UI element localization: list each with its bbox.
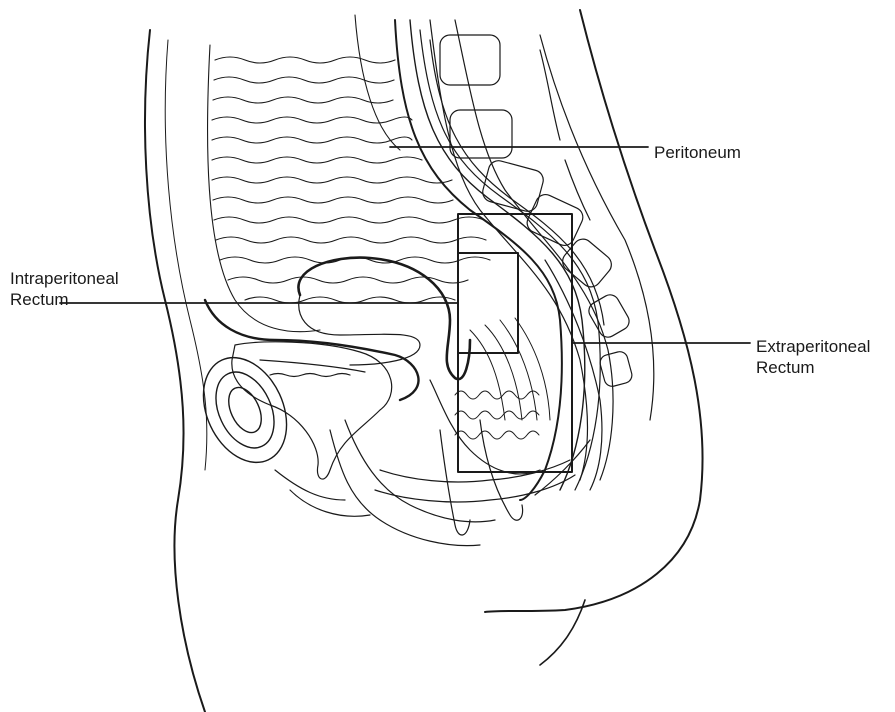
anterior-body-outline: [145, 30, 205, 712]
anterior-wall-inner: [165, 40, 207, 470]
peritoneum-label: Peritoneum: [654, 142, 741, 163]
bladder: [232, 342, 392, 479]
peritoneal-reflection: [205, 300, 419, 400]
perineum: [275, 380, 575, 546]
extraperitoneal-label-line2: Rectum: [756, 357, 870, 378]
sacrum-vertebrae: [430, 20, 654, 480]
intraperitoneal-label-line1: Intraperitoneal: [10, 268, 119, 289]
intraperitoneal-rectum-box: [458, 253, 518, 353]
pubic-bone: [187, 344, 302, 476]
rectal-folds: [455, 318, 550, 439]
peritoneum-label-text: Peritoneum: [654, 142, 741, 163]
intraperitoneal-label-line2: Rectum: [10, 289, 119, 310]
extraperitoneal-rectum-label: Extraperitoneal Rectum: [756, 336, 870, 378]
small-bowel: [208, 15, 490, 332]
uterus: [298, 258, 470, 380]
extraperitoneal-label-line1: Extraperitoneal: [756, 336, 870, 357]
intraperitoneal-rectum-label: Intraperitoneal Rectum: [10, 268, 119, 310]
